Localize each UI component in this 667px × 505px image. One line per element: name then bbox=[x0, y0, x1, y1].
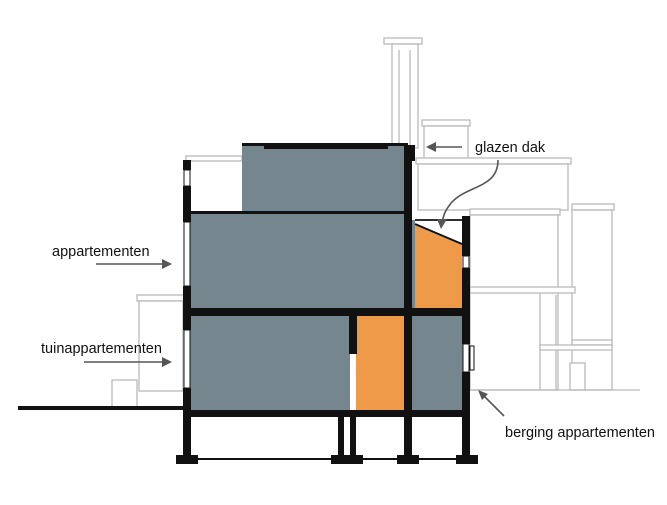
arrow-berging bbox=[483, 395, 505, 417]
ground-line bbox=[18, 389, 640, 410]
label-appartementen: appartementen bbox=[52, 244, 150, 260]
annotation-arrows bbox=[84, 142, 505, 417]
label-berging-appartementen: berging appartementen bbox=[505, 425, 655, 441]
section-fills bbox=[190, 145, 464, 410]
label-tuinappartementen: tuinappartementen bbox=[41, 341, 162, 357]
facade-windows bbox=[183, 169, 475, 389]
arrow-sloped-roof bbox=[441, 159, 499, 225]
structure bbox=[176, 143, 478, 464]
background-elevation bbox=[111, 37, 615, 409]
accent-fills bbox=[356, 224, 462, 410]
label-glazen-dak: glazen dak bbox=[475, 140, 546, 156]
